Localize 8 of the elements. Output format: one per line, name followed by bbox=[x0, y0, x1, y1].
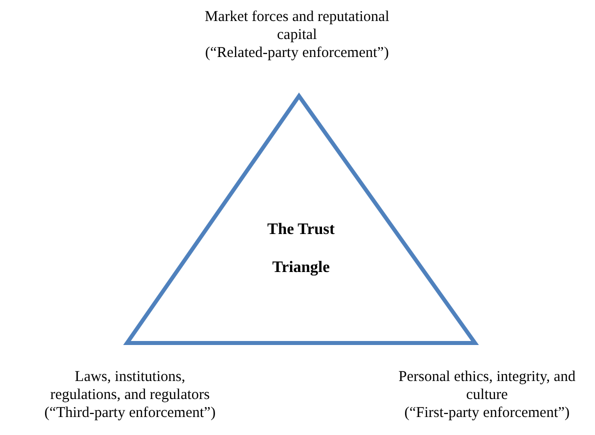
enforcement-type-label: (“Related-party enforcement”) bbox=[204, 44, 390, 62]
vertex-label: Market forces and reputational capital bbox=[204, 8, 390, 44]
triangle-shape bbox=[125, 93, 477, 345]
vertex-label: Personal ethics, integrity, and culture bbox=[398, 368, 576, 404]
vertex-label: Laws, institutions, regulations, and regulators bbox=[49, 368, 211, 404]
center-label: The Trust Triangle bbox=[266, 220, 336, 278]
enforcement-type-label: (“Third-party enforcement”) bbox=[43, 404, 217, 422]
enforcement-type-label: (“First-party enforcement”) bbox=[403, 404, 571, 422]
